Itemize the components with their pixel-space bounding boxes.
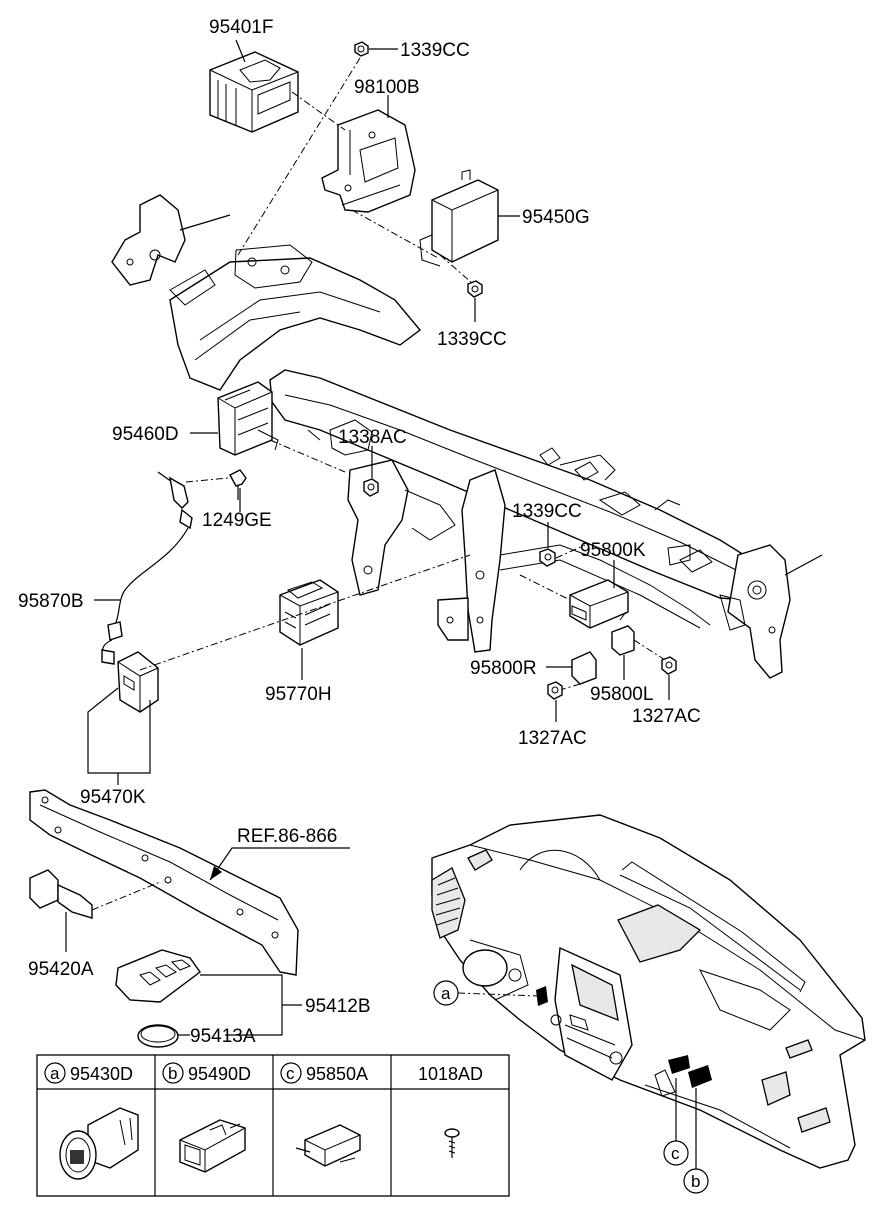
label-98100B: 98100B	[354, 77, 420, 98]
antenna-cable-95870B	[101, 471, 193, 665]
callout-a: a	[433, 980, 459, 1006]
bolt-1249GE	[229, 469, 247, 500]
module-95770H	[279, 579, 339, 646]
nut-1339CC-top	[354, 41, 369, 57]
svg-text:a: a	[441, 984, 451, 1003]
label-1339CC-mid: 1339CC	[437, 329, 507, 350]
svg-text:a: a	[50, 1064, 60, 1083]
sensor-95420A	[29, 869, 93, 919]
label-95800R: 95800R	[470, 658, 537, 679]
svg-text:95850A: 95850A	[306, 1064, 368, 1084]
svg-text:c: c	[671, 1144, 680, 1163]
svg-text:95490D: 95490D	[188, 1064, 251, 1084]
table-header-b: b 95490D	[162, 1062, 251, 1084]
table-header-c: c 95850A	[280, 1062, 368, 1084]
module-95800K	[569, 579, 629, 629]
label-95800L: 95800L	[590, 684, 653, 705]
module-95450G	[419, 169, 499, 267]
key-fob-95412B	[115, 949, 201, 1003]
dashboard-illustration	[431, 814, 866, 1169]
label-95413A: 95413A	[190, 1026, 256, 1047]
module-icon	[295, 1124, 361, 1167]
label-1327AC-right: 1327AC	[632, 706, 701, 727]
table-header-a: a 95430D	[44, 1062, 133, 1084]
svg-text:b: b	[168, 1064, 177, 1083]
table-header-d: 1018AD	[418, 1064, 483, 1084]
cowl-crossbar	[111, 194, 823, 679]
bracket-95800R	[571, 651, 597, 685]
callout-b: b	[683, 1168, 709, 1194]
label-ref-86-866: REF.86-866	[237, 826, 337, 847]
battery-95413A	[137, 1024, 179, 1048]
connector-switch-icon	[179, 1119, 246, 1173]
nut-1339CC-right	[539, 548, 556, 567]
module-95460D	[217, 381, 279, 456]
unit-95470K	[117, 651, 159, 713]
label-95450G: 95450G	[522, 207, 590, 228]
svg-text:1018AD: 1018AD	[418, 1064, 483, 1084]
nut-1339CC-mid	[467, 280, 483, 298]
svg-text:c: c	[286, 1064, 295, 1083]
start-button-icon	[59, 1107, 139, 1180]
label-95470K: 95470K	[80, 787, 146, 808]
callout-c: c	[663, 1140, 689, 1166]
parts-table: a 95430D b 95490D c 95850A 1018AD	[36, 1054, 510, 1197]
label-95460D: 95460D	[112, 424, 179, 445]
label-95412B: 95412B	[305, 996, 371, 1017]
bracket-98100B	[321, 109, 416, 213]
nut-1327AC-right	[661, 656, 677, 675]
label-1249GE: 1249GE	[202, 510, 272, 531]
label-95420A: 95420A	[28, 959, 94, 980]
label-95401F: 95401F	[209, 17, 273, 38]
nut-1327AC-left	[547, 681, 563, 700]
screw-icon	[444, 1128, 460, 1158]
label-1327AC-left: 1327AC	[518, 728, 587, 749]
nut-1338AC	[363, 478, 379, 497]
svg-text:95430D: 95430D	[70, 1064, 133, 1084]
module-95401F	[209, 51, 299, 133]
svg-text:b: b	[691, 1172, 700, 1191]
bracket-95800L	[611, 611, 635, 656]
label-95770H: 95770H	[265, 684, 332, 705]
label-95800K: 95800K	[580, 540, 646, 561]
label-1338AC: 1338AC	[338, 427, 407, 448]
label-1339CC-top: 1339CC	[400, 40, 470, 61]
label-95870B: 95870B	[18, 591, 84, 612]
label-1339CC-right: 1339CC	[512, 501, 582, 522]
cross-member-ref	[29, 789, 299, 976]
